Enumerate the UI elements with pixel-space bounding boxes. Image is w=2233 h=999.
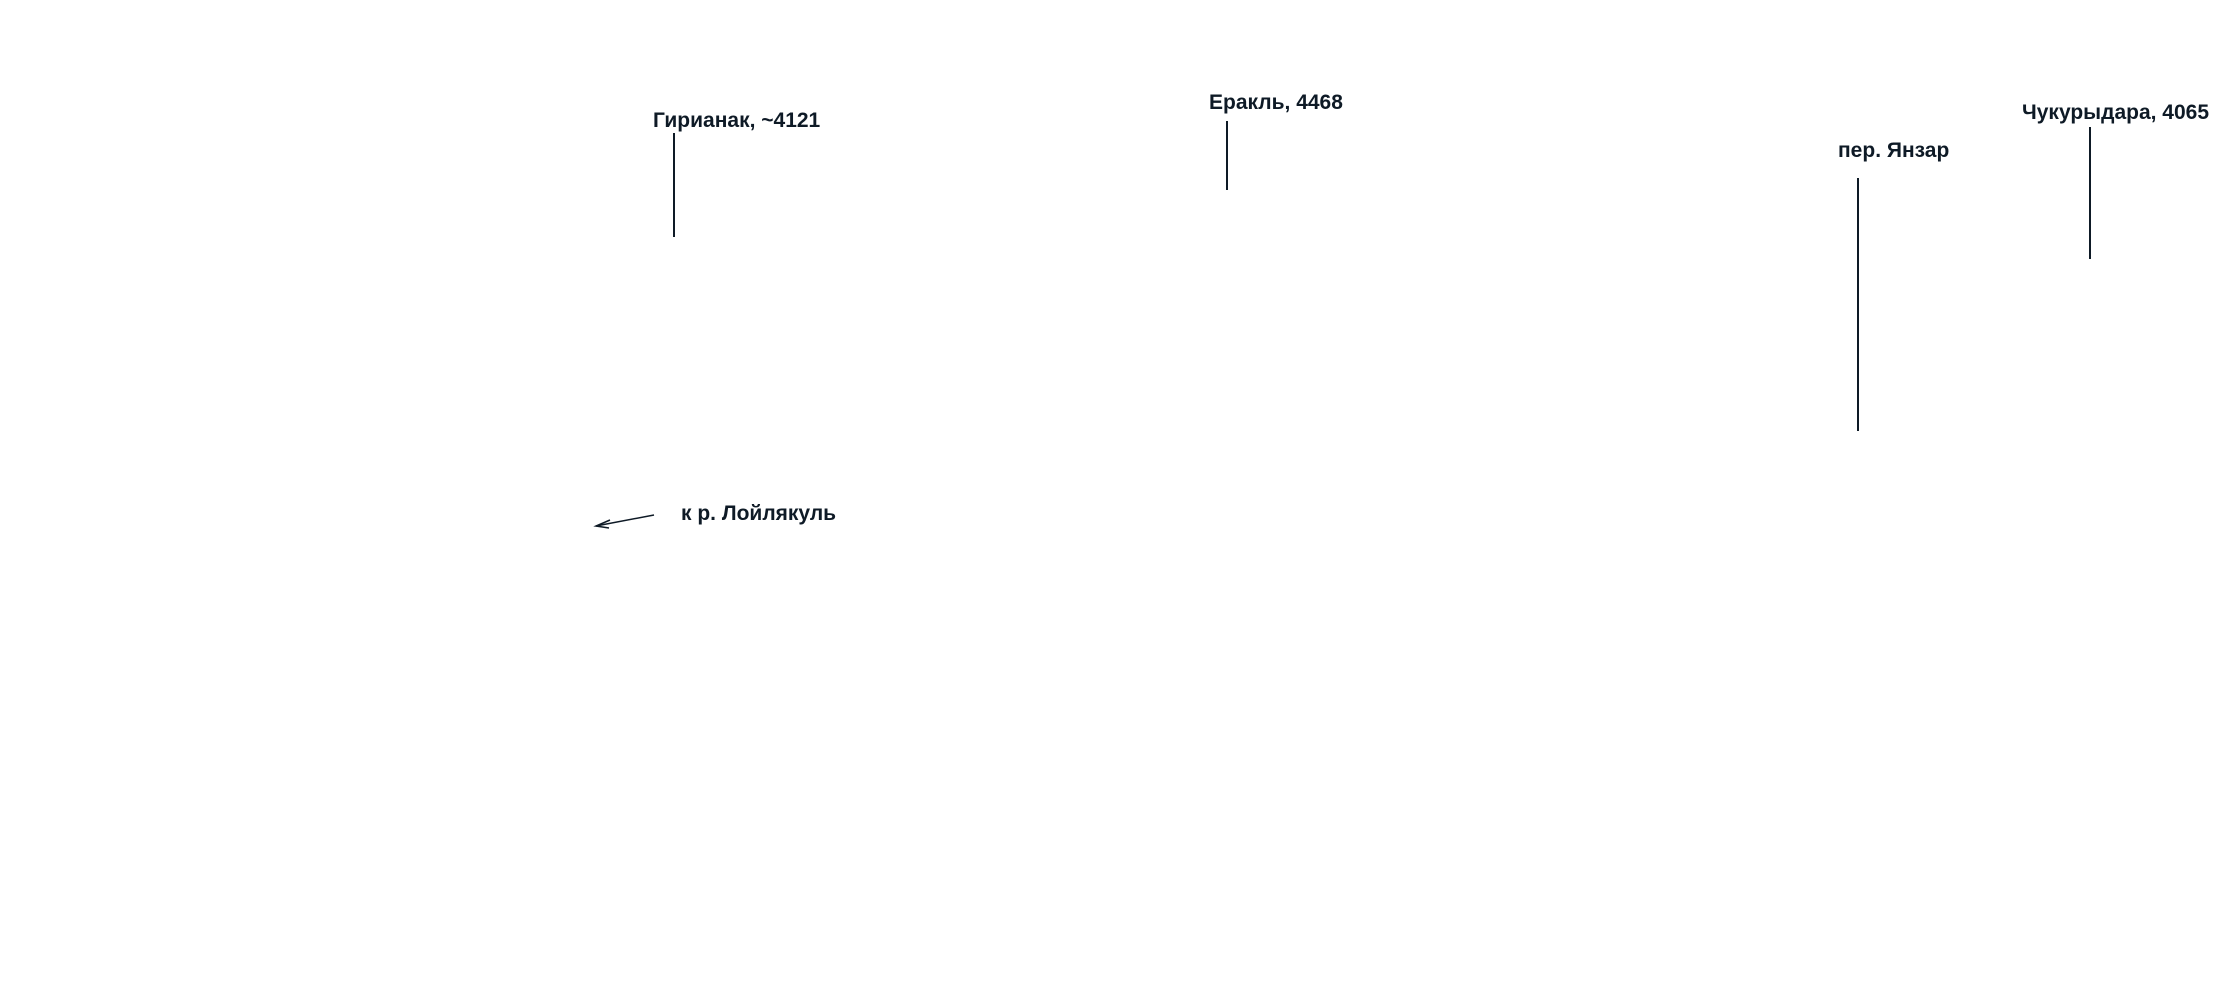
peak-label-chukurydara: Чукурыдара, 4065 — [2022, 101, 2210, 124]
direction-arrow-icon — [593, 514, 655, 529]
peak-label-erakl: Еракль, 4468 — [1209, 91, 1343, 114]
leader-line-girianak — [673, 133, 675, 237]
leader-line-erakl — [1226, 121, 1228, 190]
direction-label-loylyakul: к р. Лойлякуль — [681, 502, 837, 525]
leader-line-chukurydara — [2089, 127, 2091, 259]
pass-label-yanzar: пер. Янзар — [1838, 139, 1950, 162]
leader-line-yanzar — [1857, 178, 1859, 431]
peak-label-girianak: Гирианак, ~4121 — [653, 109, 821, 132]
